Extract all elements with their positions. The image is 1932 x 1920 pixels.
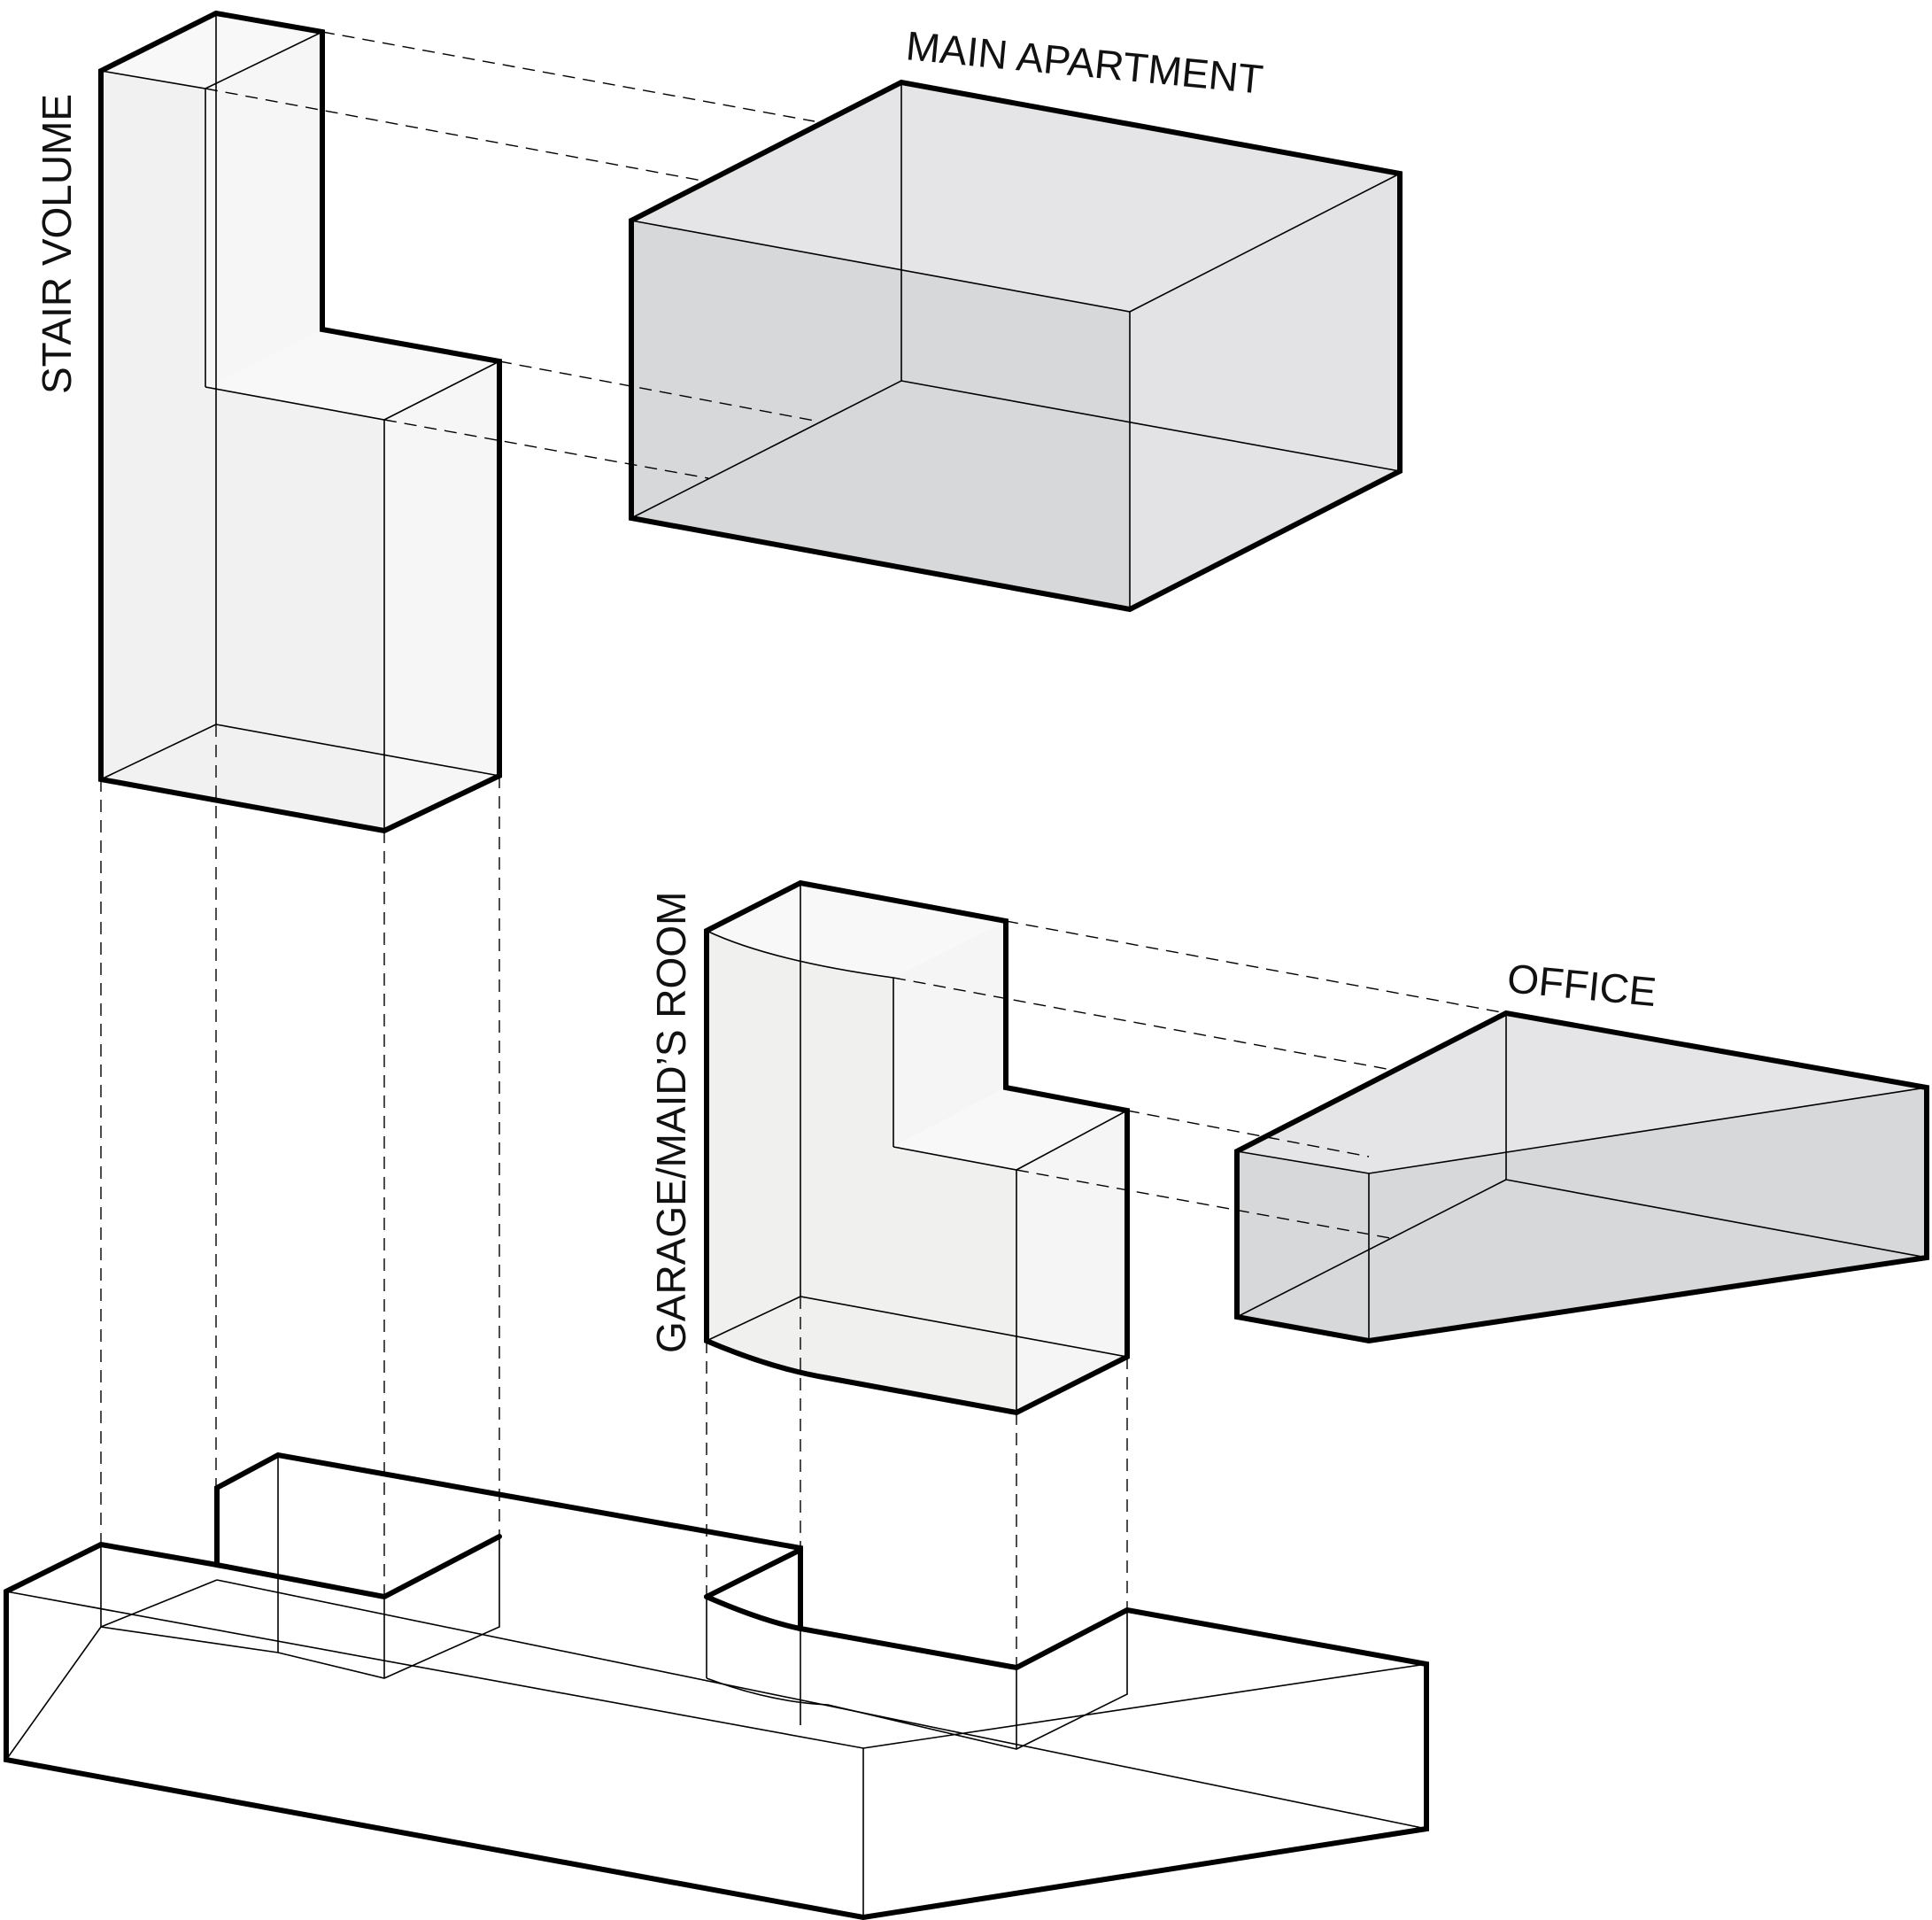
garage-front-face — [707, 931, 1016, 1413]
stair-volume-step-top-face — [205, 329, 499, 420]
garage-curve-edge — [706, 930, 894, 979]
stair-volume-side-face — [101, 71, 384, 831]
stair-volume-inner-edge-3 — [215, 724, 500, 777]
garage-side-face — [1016, 1111, 1127, 1413]
office-label: OFFICE — [1505, 955, 1658, 1015]
base-stair-footprint — [100, 1537, 500, 1679]
main-apartment — [629, 79, 1403, 613]
stair-volume-label: STAIR VOLUME — [34, 94, 80, 394]
projection-line — [498, 360, 820, 422]
garage-maids-room — [704, 879, 1130, 1416]
base-outline — [3, 1452, 1429, 1920]
base-stair-footprint-5 — [100, 1579, 218, 1628]
base-garage-seat-2 — [704, 1547, 803, 1599]
projection-line — [321, 31, 815, 122]
projection-lines — [100, 31, 1507, 1668]
projection-line — [1126, 1110, 1370, 1157]
office-front-face — [1237, 1088, 1927, 1341]
garage-step-top-face — [893, 1088, 1127, 1170]
projection-line — [383, 419, 709, 479]
main-apartment-back-edge-2 — [900, 380, 1401, 472]
projection-line — [1016, 1169, 1391, 1239]
garage-outline — [704, 879, 1130, 1416]
stair-volume-right-face — [384, 361, 499, 831]
stair-volume — [98, 10, 502, 834]
base-long-edge — [5, 1591, 864, 1749]
projection-line — [205, 88, 703, 182]
base-garage-footprint-curve — [706, 1610, 1128, 1750]
office-back-edge-2 — [1505, 1179, 1928, 1258]
stair-volume-upper-face — [205, 32, 322, 387]
projection-line — [893, 977, 1387, 1070]
office-outline — [1234, 1010, 1929, 1344]
main-apartment-side-face — [1130, 174, 1400, 609]
stair-volume-top-face — [101, 13, 322, 89]
base-long-edge-3 — [862, 1663, 1427, 1749]
garage-upper-side-face — [893, 921, 1006, 1147]
garage-top-face — [707, 883, 1006, 978]
office — [1234, 1010, 1929, 1344]
base-volume — [3, 1452, 1429, 1920]
base-stair-footprint-4 — [5, 1626, 102, 1761]
garage-maids-room-label: GARAGE/MAID’S ROOM — [648, 892, 694, 1353]
projection-line — [1005, 920, 1507, 1014]
base-stair-seat — [214, 1534, 502, 1600]
main-apartment-front-face — [631, 221, 1130, 609]
office-top-face — [1237, 1013, 1927, 1173]
main-apartment-outline — [629, 79, 1403, 613]
base-garage-seat — [704, 1594, 803, 1631]
